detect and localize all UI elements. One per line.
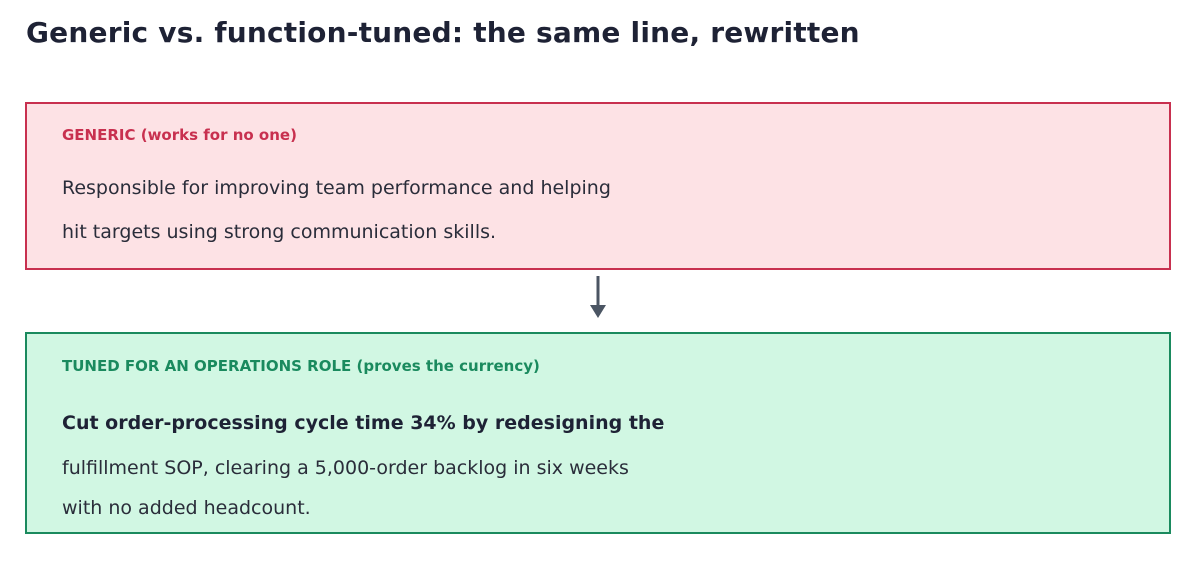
generic-line-2: hit targets using strong communication s… (62, 221, 497, 243)
generic-example-box: GENERIC (works for no one) Responsible f… (25, 102, 1171, 270)
generic-line-1: Responsible for improving team performan… (62, 177, 611, 199)
tuned-line-1: Cut order-processing cycle time 34% by r… (62, 412, 665, 434)
tuned-line-3: with no added headcount. (62, 497, 311, 519)
generic-label: GENERIC (works for no one) (62, 126, 297, 144)
tuned-label: TUNED FOR AN OPERATIONS ROLE (proves the… (62, 357, 540, 375)
tuned-example-box: TUNED FOR AN OPERATIONS ROLE (proves the… (25, 332, 1171, 534)
tuned-line-2: fulfillment SOP, clearing a 5,000-order … (62, 457, 629, 479)
arrow-down-icon (590, 276, 606, 318)
page-title: Generic vs. function-tuned: the same lin… (26, 16, 860, 49)
